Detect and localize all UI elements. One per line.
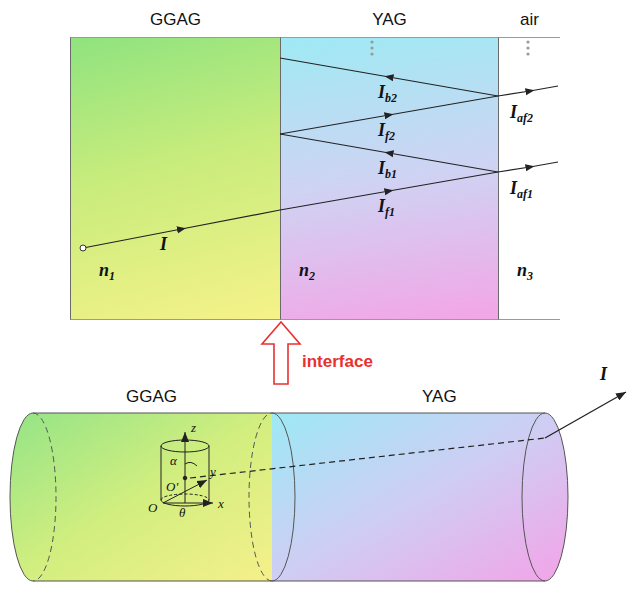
interface-label: interface xyxy=(302,352,373,372)
material-region: GGAGn1 xyxy=(70,37,280,320)
intensity-label: Iaf1 xyxy=(510,178,533,199)
point-label: O' xyxy=(166,479,178,495)
axis-label: z xyxy=(191,420,196,436)
ray xyxy=(498,162,558,172)
intensity-label: I xyxy=(160,234,167,255)
crystal-segment: YAG xyxy=(272,413,570,581)
intensity-label: Ib1 xyxy=(378,158,397,179)
air-region: airn3 xyxy=(498,37,560,320)
axis-label: x xyxy=(218,496,224,512)
axis-label: y xyxy=(210,464,216,480)
cylinder-outline xyxy=(272,413,570,581)
angle-label: α xyxy=(170,453,177,469)
ray-inside xyxy=(190,438,545,478)
ray xyxy=(83,210,280,248)
intensity-label: Iaf2 xyxy=(510,102,533,123)
cylinder-outline xyxy=(8,413,272,581)
point-label: O xyxy=(148,500,157,516)
region-heading: air xyxy=(499,10,560,30)
crystal-label: GGAG xyxy=(126,387,177,407)
region-heading: GGAG xyxy=(71,10,280,30)
rays xyxy=(83,58,558,248)
angle-label: θ xyxy=(179,505,185,521)
crystal-segment: GGAG xyxy=(8,413,272,581)
ray xyxy=(498,86,558,96)
ellipsis-dots xyxy=(370,40,529,55)
region-heading: YAG xyxy=(281,10,498,30)
intensity-label: Ib2 xyxy=(378,82,397,103)
coordinate-system xyxy=(161,432,213,506)
crystal-label: YAG xyxy=(422,387,457,407)
refractive-index: n2 xyxy=(299,260,315,281)
intensity-label: If2 xyxy=(378,120,395,141)
refractive-index: n3 xyxy=(517,260,533,281)
refractive-index: n1 xyxy=(99,260,115,281)
interface-arrow xyxy=(262,322,300,384)
source-point xyxy=(80,245,86,251)
ray xyxy=(280,58,498,96)
intensity-label: I xyxy=(600,364,607,385)
ray-out xyxy=(545,392,626,438)
intensity-label: If1 xyxy=(378,196,395,217)
